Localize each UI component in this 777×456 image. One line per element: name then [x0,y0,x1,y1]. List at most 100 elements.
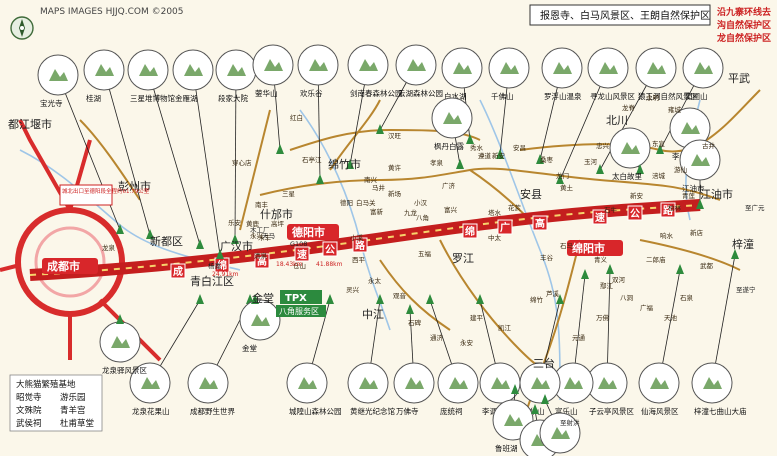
city-pingwu[interactable]: 平武 [728,72,750,85]
city-zitong[interactable]: 梓潼 [732,237,754,251]
city-beichuan[interactable]: 北川 [606,114,628,127]
mountain-icon [264,59,283,71]
poi-item[interactable]: 桂湖 [83,49,154,239]
poi-name: 罗浮山温泉 [544,91,582,101]
watermark: MAPS IMAGES HJJQ.COM ©2005 [40,7,184,17]
city-deyang[interactable]: 德阳市 [291,225,325,239]
mountain-icon [504,414,523,426]
poi-item[interactable]: 富乐山 [552,269,594,416]
scenic-tree-icon [196,239,204,249]
route-sign: 高 [254,253,270,269]
place-label: 石泉 [680,293,694,302]
city-pengzhou[interactable]: 彭州市 [118,179,151,193]
route-sign: 公 [322,241,338,257]
tpx-service-area[interactable]: TPX 八角服务区 [276,290,326,317]
poi-item[interactable]: 云台观 [539,394,581,456]
mountain-icon [621,142,640,154]
poi-item[interactable]: 段家大院 [215,49,257,244]
city-chengdu[interactable]: 成都市 [47,259,80,273]
poi-name: 枫丹白露 [434,141,464,151]
poi-item[interactable]: 太白故里 [609,127,651,181]
mountain-icon [139,64,158,76]
poi-name: 仙海风景区 [641,406,679,416]
top-info-box [529,4,711,26]
extra-label: 至遂宁 [736,285,756,294]
poi-item[interactable]: 江油市 [679,139,721,209]
route-sign-text: 绵 [465,225,475,238]
place-label: 芦溪 [546,289,560,298]
city-dujiangyan[interactable]: 都江堰市 [8,117,52,131]
main-highway-center [29,204,701,276]
poi-item[interactable]: 万佛寺 [393,304,435,416]
city-zhongjiang[interactable]: 中江 [362,308,384,321]
place-label: 玉河 [584,158,598,166]
place-label: 清泉 [254,251,268,260]
poi-item[interactable]: 欢乐谷 [297,44,339,184]
poi-item[interactable]: 罗浮山温泉 [536,47,583,164]
poi-item[interactable]: 枫丹白露 [431,97,473,169]
scenic-tree-icon [276,144,284,154]
place-label: 乐安 [228,218,242,227]
poi-item[interactable]: 城隍山森林公园 [286,294,342,416]
scenic-tree-icon [376,124,384,134]
scenic-tree-icon [476,294,484,304]
poi-item[interactable]: 剑南春森林公园 [346,44,403,169]
poi-item[interactable]: 蓥华山 [252,44,294,154]
mountain-icon [681,122,700,134]
poi-leader-line [192,69,221,256]
poi-item[interactable]: 庞统祠 [426,294,479,416]
city-mianzhu[interactable]: 绵竹市 [328,157,361,171]
poi-item[interactable]: 子云亭风景区 [586,264,634,416]
mountain-icon [405,377,424,389]
compass-icon [10,16,34,40]
city-xindu[interactable]: 新都区 [150,234,183,248]
poi-item[interactable]: 云湖森林公园 [376,44,443,134]
city-anxian[interactable]: 安县 [520,187,542,201]
poi-name: 富乐山 [555,406,578,416]
place-label: 塔水 [488,208,502,217]
poi-item[interactable]: 仙海风景区 [638,264,684,416]
mountain-icon [95,64,114,76]
place-label: 穿心店 [232,158,252,167]
legend-line1: 沿九寨环线去 [717,6,771,18]
scenic-tree-icon [216,249,224,259]
city-jiangyou[interactable]: 江油市 [700,187,733,201]
poi-item[interactable]: 窦圌山 [656,47,724,154]
place-label: 武都 [700,261,714,270]
scenic-tree-icon [676,264,684,274]
mountain-icon [598,377,617,389]
place-label: 永太 [368,276,382,285]
place-label: 石亭江 [302,155,322,164]
poi-item[interactable]: 白水湖 [441,47,483,144]
city-santai[interactable]: 三台 [533,356,555,370]
place-label: 广福 [640,303,654,312]
mountain-icon [500,62,519,74]
poi-name: 段家大院 [218,93,248,103]
poi-item[interactable]: 千佛山 [488,47,530,159]
city-guanghan[interactable]: 广汉市 [220,239,253,253]
city-mianyang[interactable]: 绵阳市 [572,241,605,255]
poi-item[interactable]: 梓潼七曲山大庙 [691,249,747,416]
poi-item[interactable]: 黄继光纪念馆 [347,294,395,416]
city-shifang[interactable]: 什邡市 [260,207,293,221]
place-label: 万佛 [596,313,610,322]
mountain-icon [251,314,270,326]
scenic-tree-icon [731,249,739,259]
place-label: 白马关 [356,198,376,207]
poi-item[interactable]: 金雁湖 [172,49,224,259]
poi-item[interactable]: 龙泉花果山 [129,294,204,416]
city-luojiang[interactable]: 罗江 [452,252,474,265]
poi-item[interactable]: 龙泉驿风景区 [99,314,147,375]
poi-item[interactable]: 猿王洞自然风景区 [596,47,698,174]
city-jintang[interactable]: 金堂 [252,291,274,305]
poi-item[interactable]: 金堂 [239,294,281,353]
place-label: 灵兴 [346,285,360,294]
road [239,109,271,231]
route-sign-text: 绵 [217,259,227,272]
poi-item[interactable]: 寻龙山风景区 [556,47,635,184]
city-qingbaijiang[interactable]: 青白江区 [190,274,234,288]
mountain-icon [199,377,218,389]
poi-item[interactable]: 宝光寺 [37,54,124,234]
scenic-tree-icon [636,164,644,174]
poi-item[interactable]: 三星堆博物馆 [127,49,204,249]
